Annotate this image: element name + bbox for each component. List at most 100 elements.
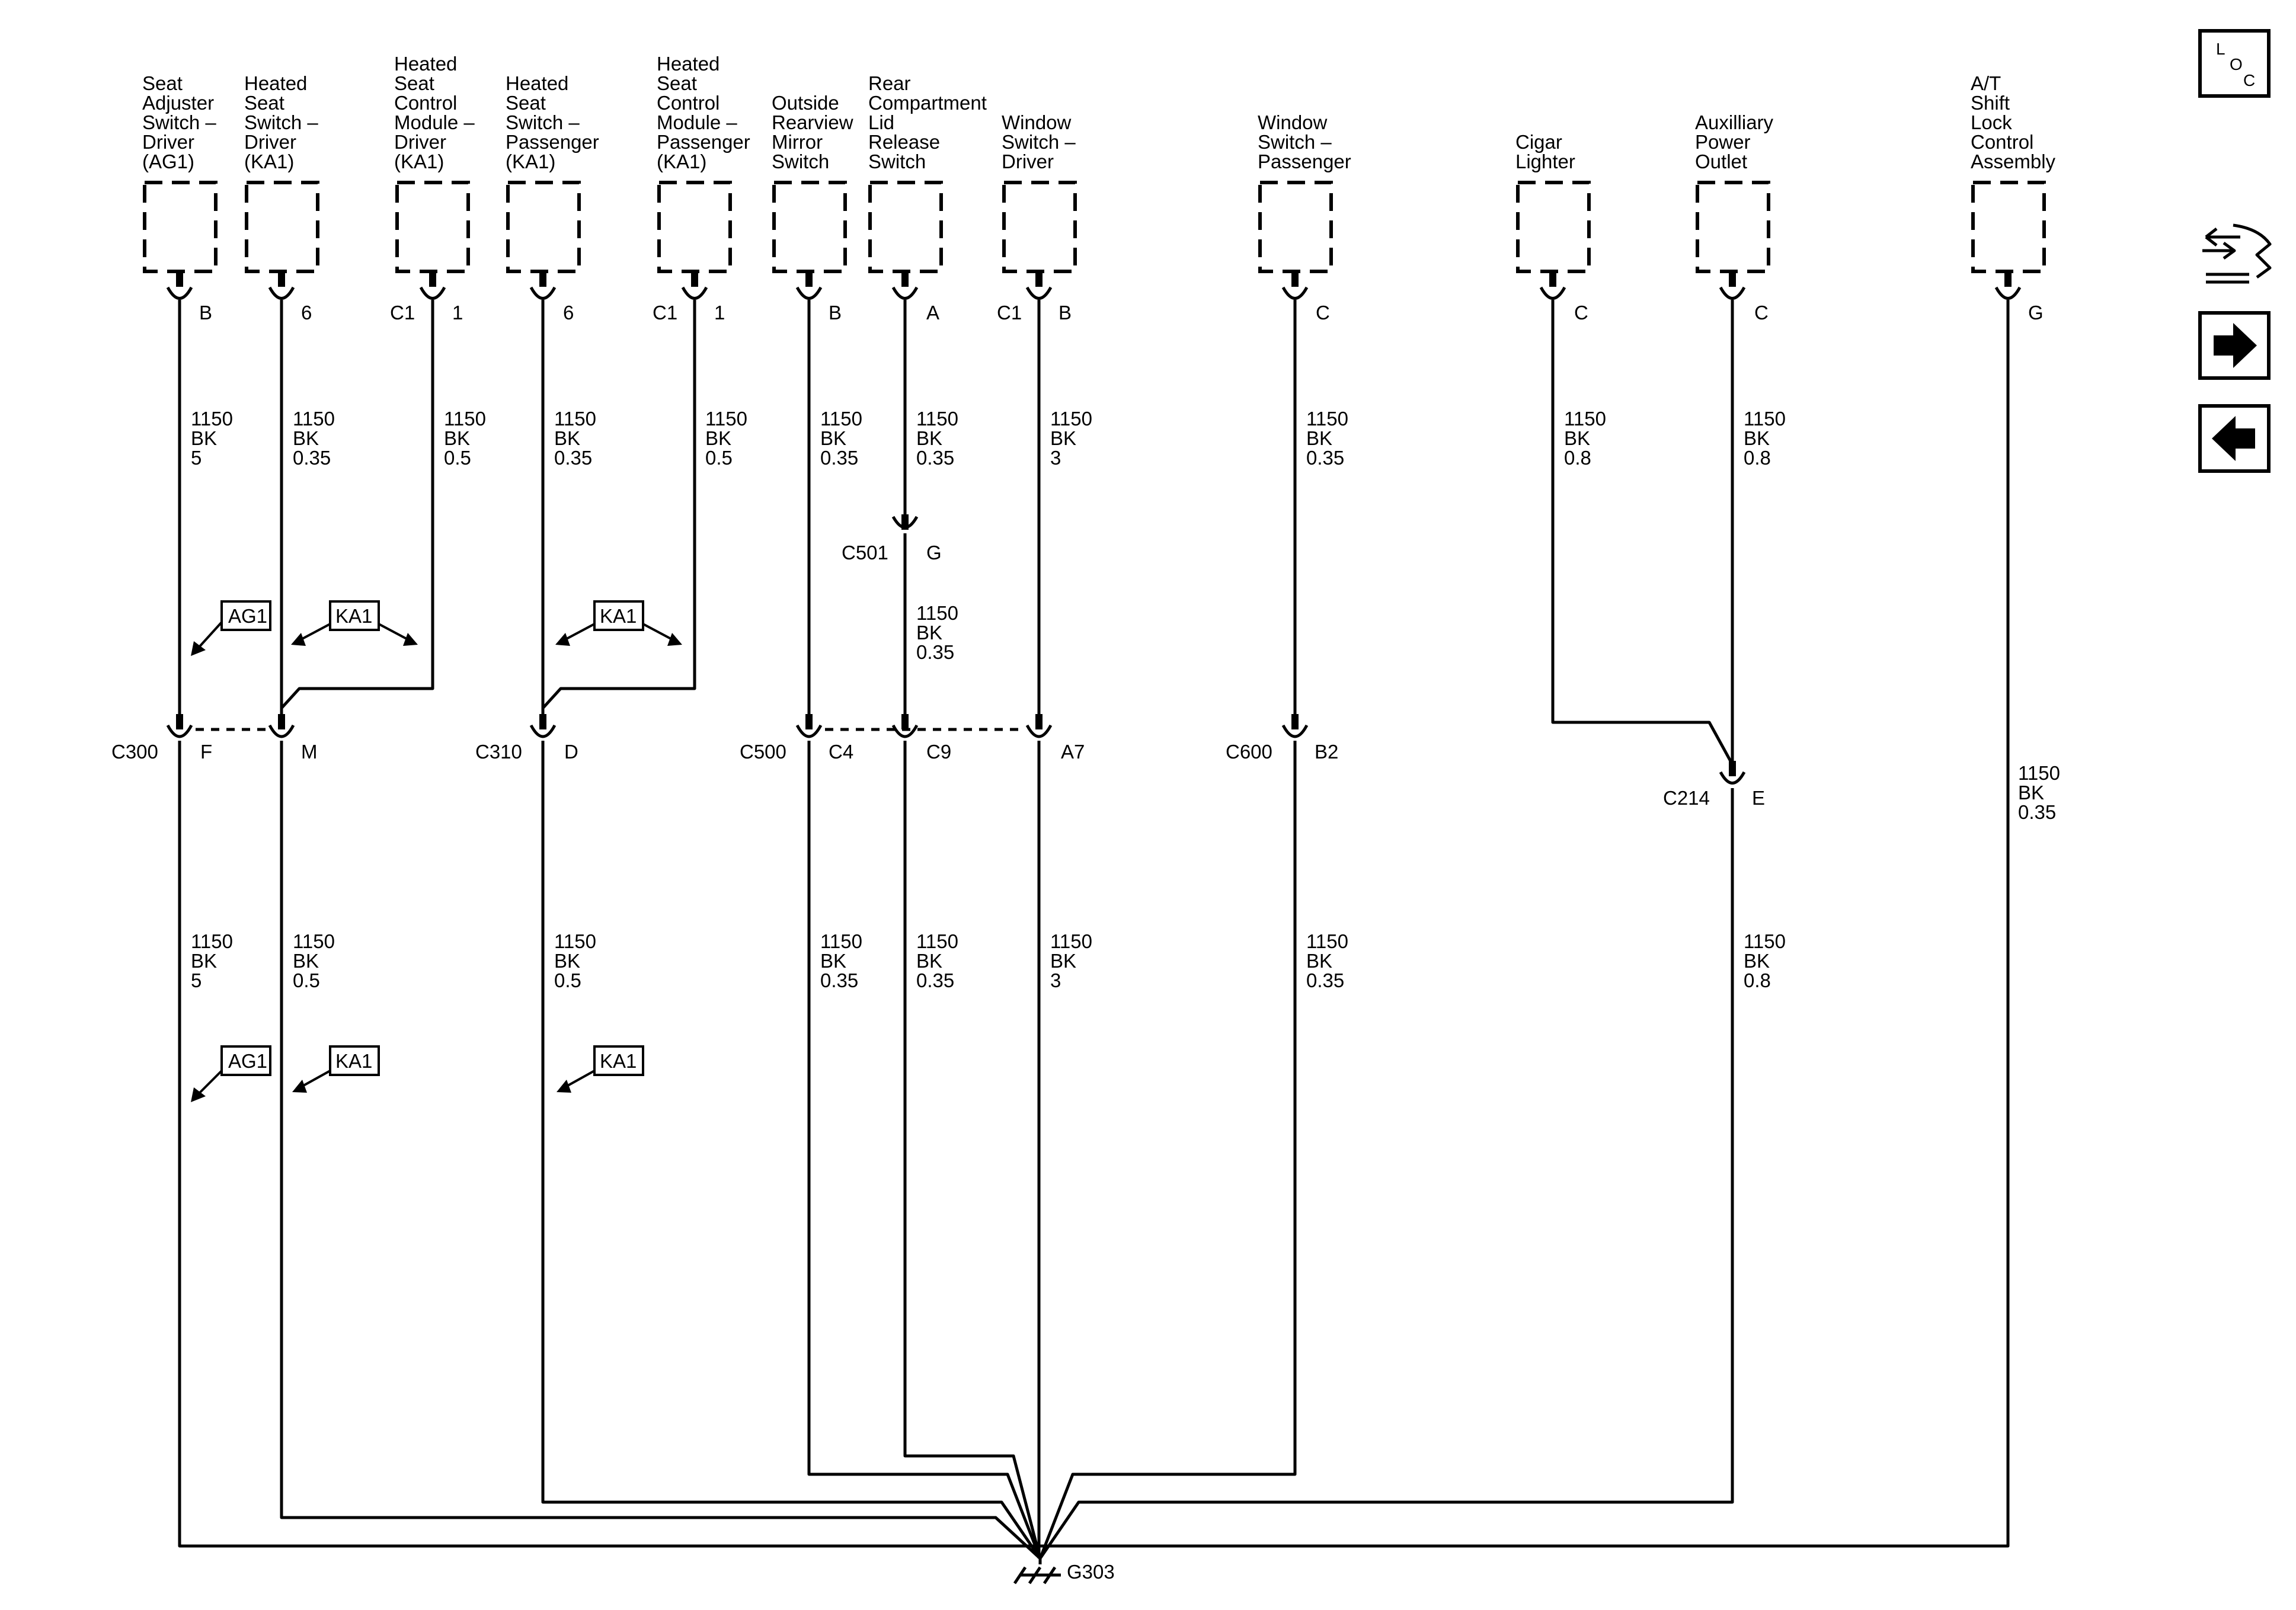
component-box-heated-seat-switch-passenger[interactable]: [506, 181, 581, 273]
component-label-auxilliary-power-outlet: Auxilliary Power Outlet: [1695, 111, 1779, 172]
wire-outside-mirror-lower[interactable]: [807, 741, 1042, 1559]
component-label-window-switch-driver: Window Switch – Driver: [1002, 111, 1081, 172]
connector-c310[interactable]: C310 D: [475, 714, 578, 763]
pin-label: C: [1574, 302, 1588, 324]
inline-connectors: C501 G C300 F M C310 D: [111, 514, 1765, 809]
connector-pin: F: [200, 741, 212, 763]
svg-text:KA1: KA1: [335, 605, 372, 627]
component-box-window-switch-driver[interactable]: [1002, 181, 1077, 273]
connector-pin: G: [926, 542, 942, 564]
previous-page-icon[interactable]: [2198, 404, 2271, 473]
component-box-window-switch-passenger[interactable]: [1258, 181, 1333, 273]
option-flag-ka1[interactable]: KA1: [555, 600, 682, 646]
component-label-outside-rearview-mirror-switch: Outside Rearview Mirror Switch: [772, 92, 859, 172]
component-connectors: B 6 C1 1 6 C1 1 B: [166, 271, 2044, 324]
component-box-rear-compartment-lid-release-switch[interactable]: [868, 181, 943, 273]
option-flag-ka1[interactable]: KA1: [292, 1045, 380, 1093]
connector-outside-rearview-mirror-switch: B: [795, 271, 842, 324]
connector-pin: E: [1752, 787, 1765, 809]
connector-window-switch-driver: C1 B: [997, 271, 1072, 324]
pin-label: 1: [452, 302, 463, 324]
wire-heated-seat-module-passenger-upper[interactable]: [542, 300, 696, 709]
connector-at-shift-lock-control-assembly: G: [1994, 271, 2044, 324]
connector-c214[interactable]: C214 E: [1663, 761, 1765, 809]
svg-text:AG1: AG1: [228, 605, 267, 627]
pin-label: B: [199, 302, 212, 324]
option-flag-ag1[interactable]: AG1: [191, 600, 271, 656]
connector-name: C600: [1226, 741, 1272, 763]
svg-text:C: C: [2243, 71, 2255, 89]
wire-seat-adjuster-lower[interactable]: [178, 741, 1040, 1548]
component-box-auxilliary-power-outlet[interactable]: [1696, 181, 1770, 273]
connector-name: C214: [1663, 787, 1710, 809]
component-box-heated-seat-control-module-passenger[interactable]: [657, 181, 732, 273]
nav-icons: L O C: [2198, 29, 2272, 473]
connector-pin: M: [301, 741, 318, 763]
connector-c501[interactable]: C501 G: [842, 514, 942, 564]
svg-text:L: L: [2216, 40, 2225, 58]
component-box-at-shift-lock-control-assembly[interactable]: [1971, 181, 2046, 273]
connector-label: C1: [997, 302, 1022, 324]
ground-g303[interactable]: G303: [1013, 1558, 1115, 1585]
component-swap-icon[interactable]: [2202, 223, 2272, 284]
svg-text:AG1: AG1: [228, 1050, 267, 1072]
connector-c500[interactable]: C500 C4 C9 A7: [740, 714, 1085, 763]
svg-text:KA1: KA1: [600, 605, 637, 627]
option-flag-ka1[interactable]: KA1: [291, 600, 418, 646]
wire-heated-seat-module-driver-upper[interactable]: [280, 300, 434, 709]
ground-name: G303: [1067, 1561, 1115, 1583]
connector-window-switch-passenger: C: [1281, 271, 1330, 324]
wire-rear-lid-lower[interactable]: [903, 741, 1042, 1559]
loc-icon[interactable]: L O C: [2198, 29, 2271, 98]
component-boxes: [143, 181, 2046, 273]
ground-icon: [1013, 1558, 1061, 1585]
wire-heated-seat-passenger-lower[interactable]: [541, 741, 1042, 1560]
component-box-seat-adjuster-switch-driver[interactable]: [143, 181, 218, 273]
component-label-rear-compartment-lid-release-switch: Rear Compartment Lid Release Switch: [868, 72, 992, 172]
component-label-at-shift-lock-control-assembly: A/T Shift Lock Control Assembly: [1971, 72, 2056, 172]
component-label-window-switch-passenger: Window Switch – Passenger: [1258, 111, 1351, 172]
connector-pin: C9: [926, 741, 951, 763]
pin-label: G: [2028, 302, 2044, 324]
component-label-heated-seat-switch-passenger: Heated Seat Switch – Passenger (KA1): [506, 72, 605, 172]
connector-auxilliary-power-outlet: C: [1719, 271, 1769, 324]
component-box-heated-seat-switch-driver[interactable]: [245, 181, 319, 273]
connector-pin: C4: [829, 741, 853, 763]
component-label-heated-seat-control-module-passenger: Heated Seat Control Module – Passenger (…: [657, 53, 756, 172]
wire-auxilliary-power-outlet-lower[interactable]: [1038, 788, 1734, 1560]
connector-c600[interactable]: C600 B2: [1226, 714, 1338, 763]
wire-at-shift-lock[interactable]: [1040, 300, 2010, 1548]
connector-heated-seat-switch-passenger: 6: [529, 271, 574, 324]
connector-rear-compartment-lid-release-switch: A: [891, 271, 939, 324]
component-box-cigar-lighter[interactable]: [1516, 181, 1591, 273]
option-flag-ag1[interactable]: AG1: [191, 1045, 271, 1102]
pin-label: 6: [563, 302, 574, 324]
connector-c300[interactable]: C300 F M: [111, 714, 318, 763]
next-page-icon[interactable]: [2198, 311, 2271, 380]
component-labels: Seat Adjuster Switch – Driver (AG1) Heat…: [142, 53, 2056, 172]
connector-label: C1: [390, 302, 415, 324]
connector-heated-seat-control-module-passenger: C1 1: [653, 271, 725, 324]
wire-heated-seat-driver-lower[interactable]: [280, 741, 1041, 1560]
component-label-seat-adjuster-switch-driver: Seat Adjuster Switch – Driver (AG1): [142, 72, 222, 172]
component-box-heated-seat-control-module-driver[interactable]: [395, 181, 470, 273]
component-box-outside-rearview-mirror-switch[interactable]: [772, 181, 847, 273]
connector-pin: D: [564, 741, 578, 763]
option-flag-ka1[interactable]: KA1: [557, 1045, 644, 1093]
wire-cigar-lighter[interactable]: [1551, 300, 1734, 766]
connector-name: C310: [475, 741, 522, 763]
wire-window-switch-passenger-lower[interactable]: [1038, 741, 1297, 1559]
pin-label: 6: [301, 302, 312, 324]
